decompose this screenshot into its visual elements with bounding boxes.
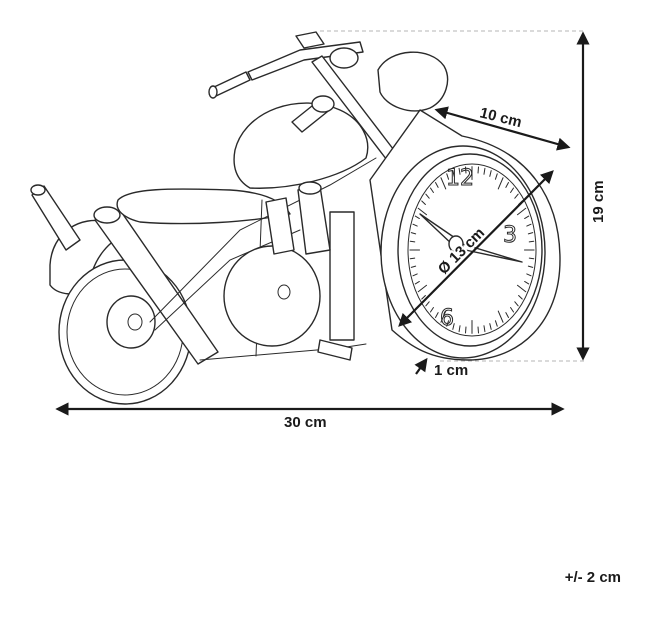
- dial-tick: [528, 240, 535, 243]
- height-label: 19 cm: [590, 180, 607, 223]
- exhaust-pipes: [30, 184, 219, 365]
- diameter-dimension-line: [398, 170, 554, 327]
- dial-tick: [528, 257, 535, 260]
- fuel-tank: [233, 102, 369, 189]
- dial-numeral-3: 3: [503, 223, 517, 248]
- dial-tick: [409, 240, 416, 243]
- guide-lines: [320, 30, 586, 362]
- dial-tick: [409, 257, 416, 260]
- motorcycle-clock-illustration: 12 3 6: [30, 31, 561, 405]
- frame: [149, 157, 377, 361]
- headlight: [377, 51, 449, 112]
- tolerance-note: +/- 2 cm: [564, 569, 621, 586]
- seat: [116, 188, 291, 225]
- bezel-dimension-arrow: [414, 357, 428, 375]
- dimension-lines: [55, 31, 590, 416]
- width-label: 30 cm: [284, 414, 327, 431]
- handlebars: [208, 31, 401, 165]
- bezel-label: 1 cm: [434, 362, 468, 379]
- rear-wheel: [58, 259, 192, 405]
- depth-dimension-line: [434, 106, 571, 151]
- foot-peg: [317, 339, 353, 361]
- engine: [223, 181, 331, 347]
- dial-numeral-6: 6: [440, 306, 454, 331]
- dial-numeral-12: 12: [446, 166, 474, 191]
